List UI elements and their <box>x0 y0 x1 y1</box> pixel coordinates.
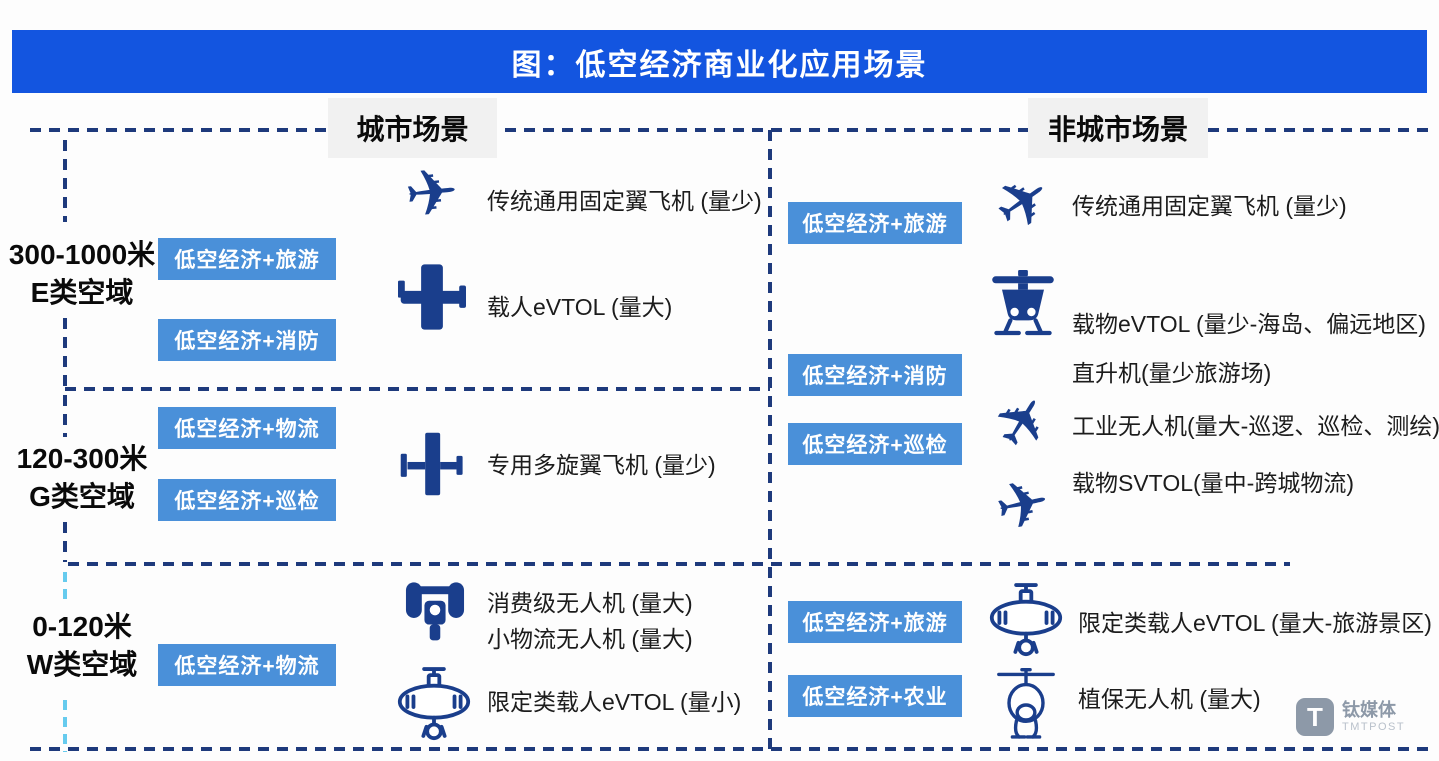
aircraft-label: 限定类载人eVTOL (量大-旅游景区) <box>1078 610 1432 636</box>
tmtpost-logo-name: 钛媒体 <box>1342 700 1396 721</box>
consumer-drone-icon <box>402 578 468 650</box>
aircraft-label: 小物流无人机 (量大) <box>487 626 693 652</box>
non-urban-scene-header: 非城市场景 <box>1028 98 1208 158</box>
airplane-right-icon: ✈ <box>989 464 1057 548</box>
tag-logistics: 低空经济+物流 <box>158 407 336 449</box>
aircraft-label: 传统通用固定翼飞机 (量少) <box>1072 193 1347 219</box>
tag-logistics: 低空经济+物流 <box>158 644 336 686</box>
multirotor-aircraft-icon <box>398 428 466 500</box>
altitude-guide-segment <box>63 318 67 386</box>
bottom-divider-line <box>30 747 1430 751</box>
zone-label-w: 0-120米 W类空域 <box>6 608 158 684</box>
page-title: 图：低空经济商业化应用场景 <box>511 48 928 82</box>
mid-divider-line-left <box>65 387 770 391</box>
tag-firefighting: 低空经济+消防 <box>788 354 962 396</box>
tag-tourism: 低空经济+旅游 <box>788 601 962 643</box>
zone-range: 120-300米 <box>16 443 148 474</box>
non-urban-scene-label: 非城市场景 <box>1047 114 1188 145</box>
aircraft-label: 限定类载人eVTOL (量小) <box>487 689 742 715</box>
altitude-guide-segment <box>63 140 67 222</box>
urban-scene-header: 城市场景 <box>328 98 497 158</box>
zone-airspace: G类空域 <box>29 480 135 512</box>
tag-tourism: 低空经济+旅游 <box>788 202 962 244</box>
agriculture-drone-icon <box>992 655 1060 755</box>
tag-tourism: 低空经济+旅游 <box>158 238 336 280</box>
lower-divider-line <box>68 562 1290 566</box>
aircraft-label: 植保无人机 (量大) <box>1078 686 1261 712</box>
fixed-wing-aircraft-icon: ✈ <box>401 154 463 234</box>
altitude-guide-segment-cyan <box>63 700 67 752</box>
altitude-guide-segment-cyan <box>63 572 67 602</box>
tmtpost-logo: T 钛媒体 TMTPOST <box>1296 698 1405 736</box>
tag-inspection: 低空经济+巡检 <box>788 423 962 465</box>
airplane-takeoff-icon: ✈ <box>978 155 1069 250</box>
zone-range: 300-1000米 <box>8 239 156 270</box>
tmtpost-logo-icon: T <box>1296 698 1334 736</box>
zone-airspace: E类空域 <box>30 276 134 308</box>
aircraft-label: 载物eVTOL (量少-海岛、偏远地区) <box>1072 311 1426 337</box>
cargo-helicopter-icon <box>988 262 1058 348</box>
altitude-guide-segment <box>63 522 67 562</box>
tag-firefighting: 低空经济+消防 <box>158 319 336 361</box>
zone-label-g: 120-300米 G类空域 <box>6 440 158 516</box>
airplane-up-icon: ✈ <box>976 377 1071 466</box>
zone-airspace: W类空域 <box>26 648 138 680</box>
top-divider-line <box>30 128 1430 132</box>
zone-label-e: 300-1000米 E类空域 <box>6 236 158 312</box>
passenger-evtol-icon <box>398 262 466 332</box>
aircraft-label: 工业无人机(量大-巡逻、巡检、测绘) <box>1072 413 1439 439</box>
limited-evtol-icon <box>396 663 472 745</box>
aircraft-label: 专用多旋翼飞机 (量少) <box>487 452 716 478</box>
tmtpost-logo-subname: TMTPOST <box>1342 720 1406 733</box>
zone-range: 0-120米 <box>32 611 132 642</box>
tag-agriculture: 低空经济+农业 <box>788 675 962 717</box>
title-bar: 图：低空经济商业化应用场景 <box>12 30 1427 93</box>
aircraft-label: 载人eVTOL (量大) <box>487 294 673 320</box>
tag-inspection: 低空经济+巡检 <box>158 479 336 521</box>
urban-scene-label: 城市场景 <box>356 114 469 145</box>
limited-evtol-icon <box>988 578 1064 662</box>
column-divider-line <box>768 130 772 750</box>
aircraft-label: 直升机(量少旅游场) <box>1072 360 1272 386</box>
altitude-guide-segment <box>63 395 67 437</box>
aircraft-label: 传统通用固定翼飞机 (量少) <box>487 188 762 214</box>
aircraft-label: 消费级无人机 (量大) <box>487 590 693 616</box>
aircraft-label: 载物SVTOL(量中-跨城物流) <box>1072 470 1354 496</box>
